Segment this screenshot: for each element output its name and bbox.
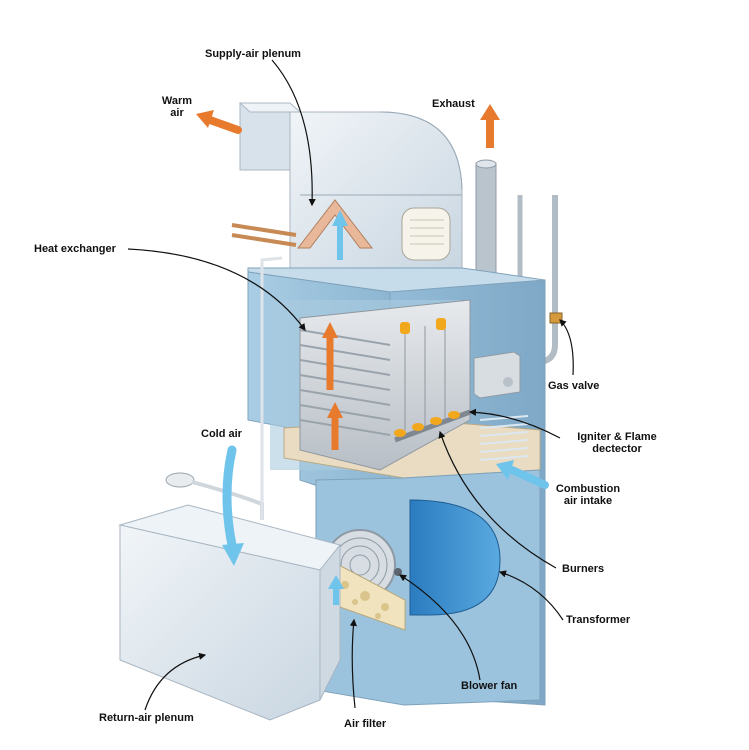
leader-air-filter xyxy=(349,618,357,709)
label-gas-valve: Gas valve xyxy=(548,380,600,392)
leader-return-air-plenum xyxy=(144,652,207,711)
filter-air-arrow xyxy=(328,575,344,605)
warm-air-arrow xyxy=(196,110,242,134)
label-igniter-flame-detector: Igniter & Flame dectector xyxy=(577,431,657,455)
label-heat-exchanger: Heat exchanger xyxy=(34,243,116,255)
leader-transformer xyxy=(498,570,564,621)
label-transformer: Transformer xyxy=(566,614,631,626)
air-intake-louvres xyxy=(479,415,529,461)
exhaust-flue xyxy=(475,159,497,282)
label-combustion-air-intake: Combustion air intake xyxy=(555,483,621,507)
leader-gas-valve xyxy=(559,319,574,376)
leader-lines xyxy=(127,59,574,711)
supply-air-arrow xyxy=(332,210,348,260)
burners xyxy=(394,409,471,443)
heat-arrows xyxy=(322,322,343,450)
label-return-air-plenum: Return-air plenum xyxy=(99,712,194,724)
supply-air-plenum xyxy=(231,102,463,269)
leader-heat-exchanger xyxy=(127,248,306,331)
leader-supply-air-plenum xyxy=(271,59,316,207)
cold-air-arrow xyxy=(222,445,244,566)
control-box xyxy=(473,351,521,399)
exhaust-arrow xyxy=(480,104,500,148)
label-blower-fan: Blower fan xyxy=(461,680,518,692)
leader-igniter xyxy=(468,408,561,439)
blower-housing xyxy=(324,499,501,616)
label-exhaust: Exhaust xyxy=(432,98,475,110)
leader-blower-fan xyxy=(398,574,481,681)
label-burners: Burners xyxy=(562,563,605,575)
label-supply-air-plenum: Supply-air plenum xyxy=(205,48,301,60)
flame-glow xyxy=(400,318,446,334)
label-cold-air: Cold air xyxy=(201,428,242,440)
label-air-filter: Air filter xyxy=(344,718,387,730)
combustion-air-arrow xyxy=(496,460,549,489)
leader-burners xyxy=(438,430,557,569)
label-warm-air: Warm air xyxy=(161,95,193,119)
